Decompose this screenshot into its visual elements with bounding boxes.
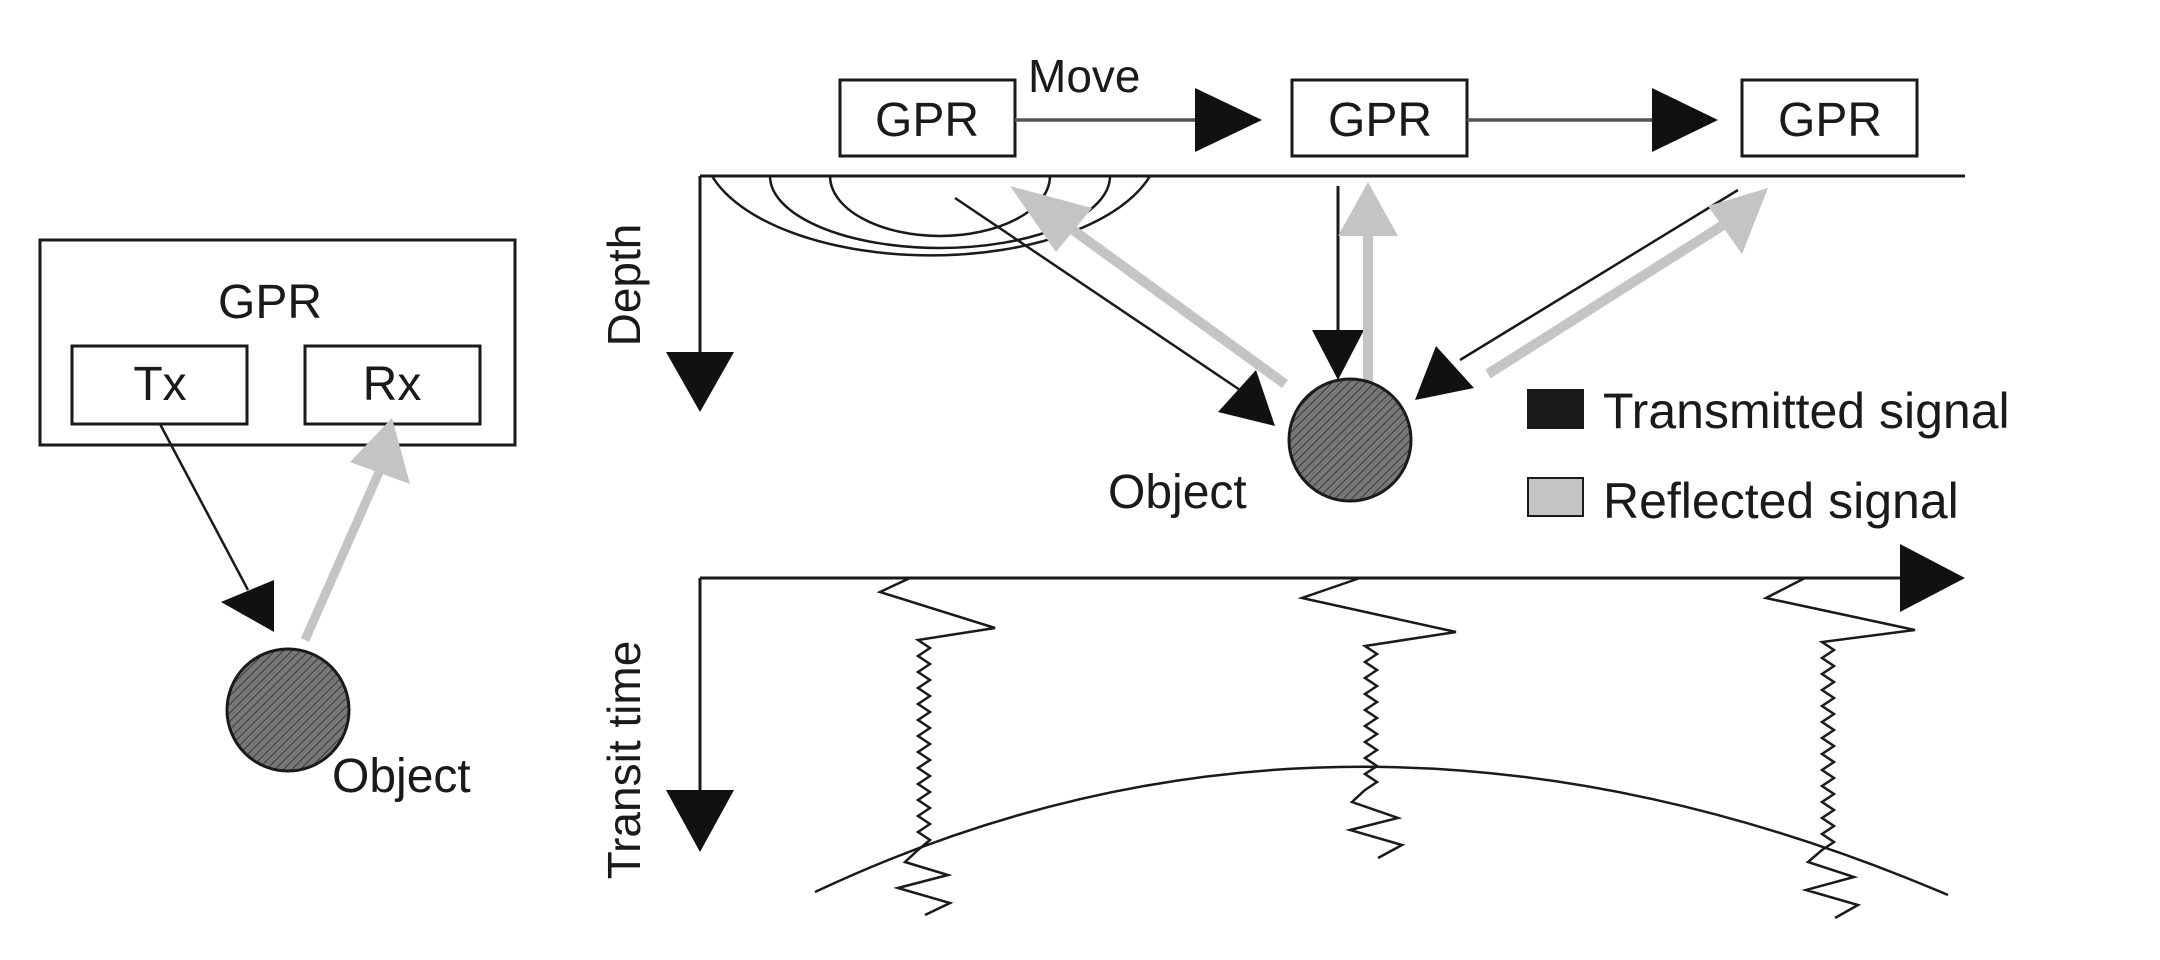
transmitted-ray-1-head (1218, 370, 1275, 426)
survey-panel: Depth GPR GPR GPR Move (598, 50, 1965, 519)
move-arrow-1-head (1195, 88, 1262, 152)
gpr-device-label: GPR (218, 276, 322, 329)
transmitted-arrowhead (221, 580, 274, 632)
transmitted-ray-3 (1459, 188, 1739, 362)
depth-axis-arrowhead (666, 352, 734, 412)
reflected-arrowhead (350, 418, 410, 484)
transmitted-ray-3-head (1415, 346, 1474, 400)
reflected-ray-1-head (1010, 186, 1092, 252)
transmitted-ray-1 (954, 196, 1241, 392)
gpr-box-1-label: GPR (875, 94, 979, 147)
move-label: Move (1028, 50, 1140, 102)
reflected-ray-3 (1485, 217, 1731, 379)
legend-transmitted-swatch (1527, 389, 1584, 429)
signal-trace-2 (1297, 576, 1457, 860)
transmitted-ray-2-head (1312, 330, 1364, 380)
reflected-ray-2-head (1338, 182, 1398, 236)
reflected-ray (300, 468, 385, 642)
legend: Transmitted signal Reflected signal (1527, 383, 2010, 529)
wavefront-arc (710, 175, 1152, 257)
distance-axis-arrowhead (1900, 544, 1965, 612)
wavefront-arc (828, 175, 1052, 238)
reflected-ray-3-head (1708, 188, 1768, 254)
move-arrow-2-head (1652, 88, 1718, 152)
transit-time-axis-arrowhead (666, 790, 734, 852)
gpr-box-2 (1290, 78, 1469, 158)
gpr-box-3-label: GPR (1778, 94, 1882, 147)
tx-label: Tx (133, 358, 186, 411)
tx-box (70, 344, 249, 426)
signal-trace-1 (876, 576, 996, 917)
reflected-ray-1 (1059, 217, 1288, 389)
gpr-box-3 (1740, 78, 1919, 158)
survey-object-circle (1287, 377, 1413, 503)
legend-transmitted-label: Transmitted signal (1603, 383, 2010, 439)
gpr-box-1 (838, 78, 1017, 158)
transmitted-ray (158, 423, 250, 591)
rx-label: Rx (363, 358, 422, 411)
object-label: Object (332, 750, 471, 803)
object-circle (225, 647, 351, 773)
reflection-hyperbola (814, 765, 1949, 897)
legend-reflected-swatch (1527, 477, 1584, 517)
legend-reflected-label: Reflected signal (1603, 473, 1959, 529)
gpr-box-2-label: GPR (1328, 94, 1432, 147)
transit-time-axis-label: Transit time (598, 641, 650, 880)
survey-object-label: Object (1108, 466, 1247, 519)
signal-trace-3 (1762, 576, 1916, 920)
transit-time-plot: Transit time (598, 544, 1965, 920)
depth-axis-label: Depth (598, 224, 650, 347)
left-panel: GPR Tx Rx Object (38, 238, 517, 803)
